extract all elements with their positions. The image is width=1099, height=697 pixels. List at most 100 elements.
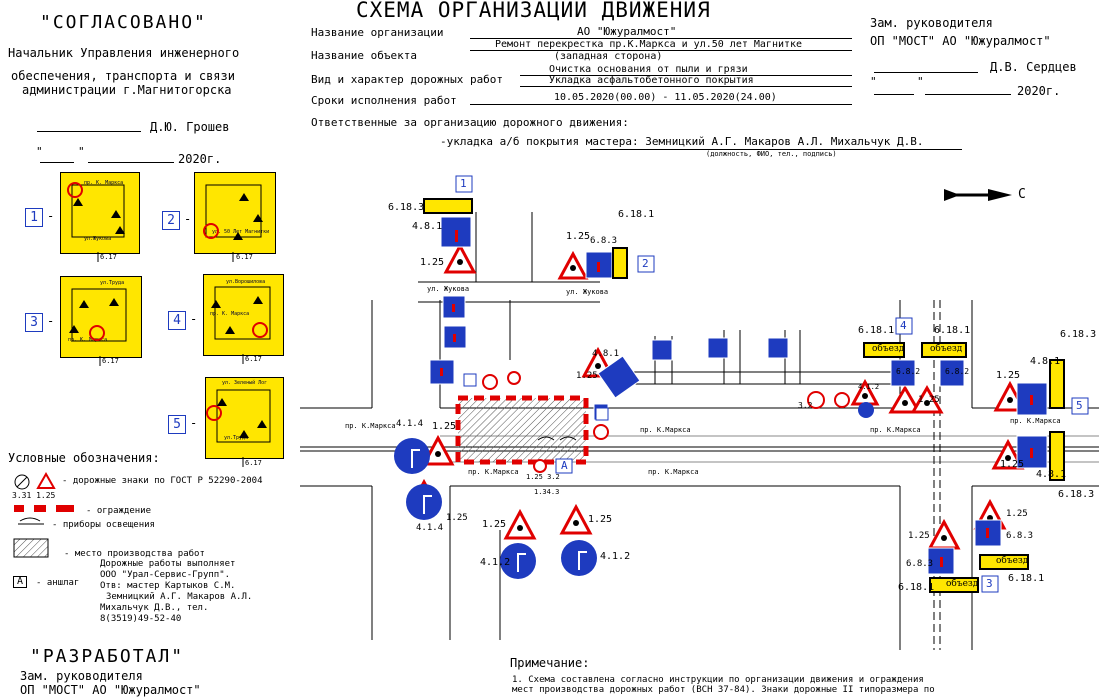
map-box-4: 4	[900, 319, 907, 332]
form-object-value1: Ремонт перекрестка пр.К.Маркса и ул.50 л…	[495, 39, 803, 50]
head-right-quote: "	[870, 75, 877, 88]
code-412-top: 4.1.2	[858, 383, 880, 391]
legend-contractor4: Земницкий А.Г. Макаров А.Л.	[106, 592, 253, 602]
blue-info-signs	[429, 216, 1048, 575]
legend-work-place: - место производства работ	[64, 549, 205, 559]
page-title: СХЕМА ОРГАНИЗАЦИИ ДВИЖЕНИЯ	[356, 0, 711, 22]
code-6181-e: 6.18.1	[1008, 573, 1045, 584]
head-right-month-line	[925, 94, 1011, 95]
code-414-b: 4.1.4	[416, 523, 444, 533]
form-org-value: АО "Южуралмост"	[577, 25, 677, 38]
code-6183-right: 6.18.3	[1060, 329, 1097, 340]
code-682-b: 6.8.2	[945, 367, 970, 376]
stage-2-diagram	[194, 172, 276, 254]
stage-2-number: 2	[162, 211, 180, 230]
code-481-mid: 4.8.1	[592, 349, 620, 359]
code-125-i: 1.25	[588, 514, 613, 525]
head-right-name: Д.В. Сердцев	[990, 60, 1077, 74]
form-object-value2: (западная сторона)	[554, 51, 663, 62]
stage-5-street-trud: ул.Труда	[224, 435, 249, 441]
legend-contractor3: Отв: мастер Картыков С.М.	[100, 581, 236, 591]
stage-4-street-vorosh: ул.Ворошилова	[226, 279, 266, 285]
stage-2-label: 6.17	[236, 253, 253, 261]
code-125-c: 1.25	[918, 395, 940, 405]
stage-2-dash: -	[184, 212, 192, 226]
approved-day-line	[40, 162, 74, 163]
north-arrow	[944, 189, 1012, 201]
street-marks-4: пр. К.Маркса	[648, 468, 699, 476]
form-work-label: Вид и характер дорожных работ	[311, 73, 504, 86]
legend-light: - приборы освещения	[52, 520, 155, 530]
approved-line1: Начальник Управления инженерного	[8, 46, 240, 60]
form-work-value2: Укладка асфальтобетонного покрытия	[549, 75, 754, 86]
form-resp-label: Ответственные за организацию дорожного д…	[311, 116, 629, 129]
street-marks-1: пр. К.Маркса	[345, 422, 396, 430]
stage-3-diagram	[60, 276, 142, 358]
stage-4-number: 4	[168, 311, 186, 330]
map-box-2: 2	[642, 257, 649, 270]
approved-sign-line	[37, 131, 141, 132]
legend-contractor5: Михальчук Д.В., тел.	[100, 603, 209, 613]
stage-1-dash: -	[47, 209, 55, 223]
code-125-d: 1.25	[1006, 509, 1028, 519]
form-resp-value: -укладка а/б покрытия мастера: Земницкий…	[440, 135, 924, 148]
stage-4-label: 6.17	[245, 355, 262, 363]
mini-stems	[97, 252, 244, 467]
mini-signs	[69, 193, 267, 438]
form-period-label: Сроки исполнения работ	[311, 94, 457, 107]
form-period-line	[470, 104, 852, 105]
form-resp-line	[590, 149, 962, 150]
approved-date: 2020г.	[178, 152, 222, 166]
street-marks-5: пр. К.Маркса	[870, 426, 921, 434]
approved-line2: обеспечения, транспорта и связи	[11, 69, 235, 83]
code-125-b: 1.25	[566, 231, 591, 242]
code-125-32: 1.25 3.2	[526, 473, 560, 481]
developed-line2: ОП "МОСТ" АО "Южуралмост"	[20, 683, 201, 697]
code-683-e: 6.8.3	[906, 559, 934, 569]
approved-month-line	[88, 162, 174, 163]
legend-fence: - ограждение	[86, 506, 152, 516]
head-right-date: 2020г.	[1017, 84, 1061, 98]
detour-signs	[423, 198, 1065, 593]
legend-anchor: - аншлаг	[36, 578, 80, 588]
round-sign-arrows	[411, 449, 587, 572]
map-anchor-a: А	[561, 459, 568, 472]
stage-2-street-fifty: ул. 50 Лет Магнитки	[212, 229, 270, 235]
developed-line1: Зам. руководителя	[20, 669, 143, 683]
note-line2: мест производства дорожных работ (ВСН 37…	[512, 685, 935, 695]
work-zone	[455, 395, 589, 465]
lighting-marks	[537, 436, 577, 441]
stage-5-street-zel: ул. Зеленый Лог	[222, 380, 268, 386]
code-6183-top: 6.18.3	[388, 202, 425, 213]
note-line1: 1. Схема составлена согласно инструкции …	[512, 675, 924, 685]
code-6181-f: 6.18.1	[898, 582, 935, 593]
code-683-b: 6.8.3	[590, 236, 618, 246]
approved-quote: "	[36, 145, 43, 158]
form-work-line	[520, 75, 852, 76]
head-right-line2: ОП "МОСТ" АО "Южуралмост"	[870, 34, 1051, 48]
approved-heading: "СОГЛАСОВАНО"	[40, 12, 207, 33]
code-125-h: 1.25	[482, 519, 507, 530]
code-683-d: 6.8.3	[1006, 531, 1034, 541]
code-481-top: 4.8.1	[412, 221, 443, 232]
prohibition-signs	[482, 371, 850, 473]
code-6181-b: 6.18.1	[618, 209, 655, 220]
code-125-e: 1.25	[908, 531, 930, 541]
legend-signs-codes: 3.31 1.25	[12, 491, 56, 500]
mini-red-circles	[67, 182, 268, 421]
stage-5-number: 5	[168, 415, 186, 434]
map-number-boxes	[455, 175, 1089, 593]
note-title: Примечание:	[510, 656, 590, 670]
form-org-label: Название организации	[311, 26, 444, 39]
detour-label-3: объезд	[946, 579, 979, 589]
head-right-quote2: "	[917, 75, 924, 88]
code-6181-d: 6.18.1	[934, 325, 971, 336]
approved-name: Д.Ю. Грошев	[150, 120, 230, 134]
code-3431: 1.34.3	[534, 488, 560, 496]
developed-heading: "РАЗРАБОТАЛ"	[30, 646, 185, 667]
form-work-value1: Очистка основания от пыли и грязи	[549, 64, 748, 75]
form-object-line	[470, 50, 852, 51]
street-marks-3: пр. К.Маркса	[640, 426, 691, 434]
map-box-3: 3	[986, 577, 993, 590]
